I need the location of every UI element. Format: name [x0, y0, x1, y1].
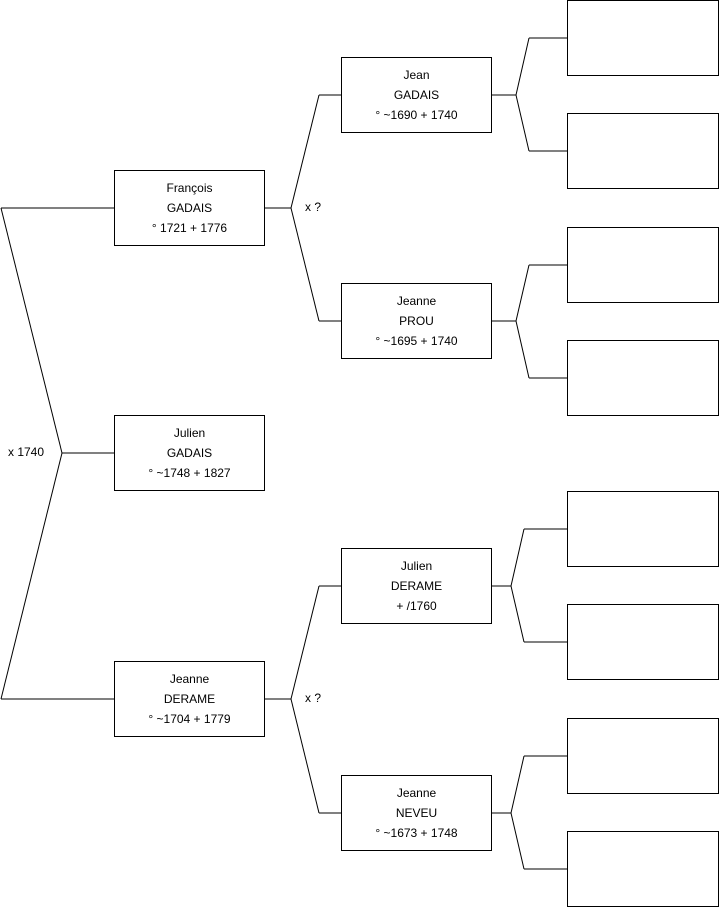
given-name: Jean	[403, 68, 430, 82]
surname: DERAME	[390, 579, 443, 593]
given-name: Julien	[173, 426, 206, 440]
life-dates: + /1760	[396, 599, 437, 613]
connector	[290, 698, 320, 814]
surname: PROU	[399, 314, 434, 328]
marriage-label-maternal: x ?	[305, 691, 322, 705]
person-box-francois-gadais[interactable]: François GADAIS ° 1721 + 1776	[114, 170, 265, 246]
given-name: Jeanne	[396, 786, 437, 800]
life-dates: ° ~1690 + 1740	[375, 108, 458, 122]
surname: GADAIS	[166, 446, 213, 460]
connector	[515, 94, 530, 152]
connector	[510, 528, 525, 587]
connector	[290, 207, 320, 322]
empty-ancestor-box[interactable]	[567, 340, 719, 416]
person-box-jeanne-neveu[interactable]: Jeanne NEVEU ° ~1673 + 1748	[341, 775, 492, 851]
person-box-julien-derame[interactable]: Julien DERAME + /1760	[341, 548, 492, 624]
marriage-label-paternal: x ?	[305, 200, 322, 214]
given-name: François	[166, 181, 213, 195]
surname: NEVEU	[395, 806, 438, 820]
empty-ancestor-box[interactable]	[567, 227, 719, 303]
connector	[0, 452, 63, 700]
connector	[515, 264, 530, 322]
given-name: Jeanne	[169, 672, 210, 686]
life-dates: ° 1721 + 1776	[151, 221, 228, 235]
empty-ancestor-box[interactable]	[567, 113, 719, 189]
empty-ancestor-box[interactable]	[567, 831, 719, 907]
life-dates: ° ~1695 + 1740	[375, 334, 458, 348]
empty-ancestor-box[interactable]	[567, 0, 719, 76]
life-dates: ° ~1704 + 1779	[148, 712, 231, 726]
connector	[515, 320, 530, 379]
life-dates: ° ~1673 + 1748	[375, 826, 458, 840]
empty-ancestor-box[interactable]	[567, 604, 719, 680]
life-dates: ° ~1748 + 1827	[148, 466, 231, 480]
surname: DERAME	[163, 692, 216, 706]
given-name: Jeanne	[396, 294, 437, 308]
connector	[290, 585, 320, 700]
person-box-jeanne-derame[interactable]: Jeanne DERAME ° ~1704 + 1779	[114, 661, 265, 737]
empty-ancestor-box[interactable]	[567, 491, 719, 567]
person-box-jean-gadais[interactable]: Jean GADAIS ° ~1690 + 1740	[341, 57, 492, 133]
connector	[510, 812, 525, 870]
connector	[510, 585, 525, 643]
connector	[510, 755, 525, 814]
surname: GADAIS	[166, 201, 213, 215]
person-box-julien-gadais[interactable]: Julien GADAIS ° ~1748 + 1827	[114, 415, 265, 491]
connector	[290, 94, 320, 209]
empty-ancestor-box[interactable]	[567, 718, 719, 794]
surname: GADAIS	[393, 88, 440, 102]
marriage-label-parents: x 1740	[8, 445, 45, 459]
given-name: Julien	[400, 559, 433, 573]
connector	[515, 37, 530, 96]
person-box-jeanne-prou[interactable]: Jeanne PROU ° ~1695 + 1740	[341, 283, 492, 359]
connector	[0, 207, 63, 454]
